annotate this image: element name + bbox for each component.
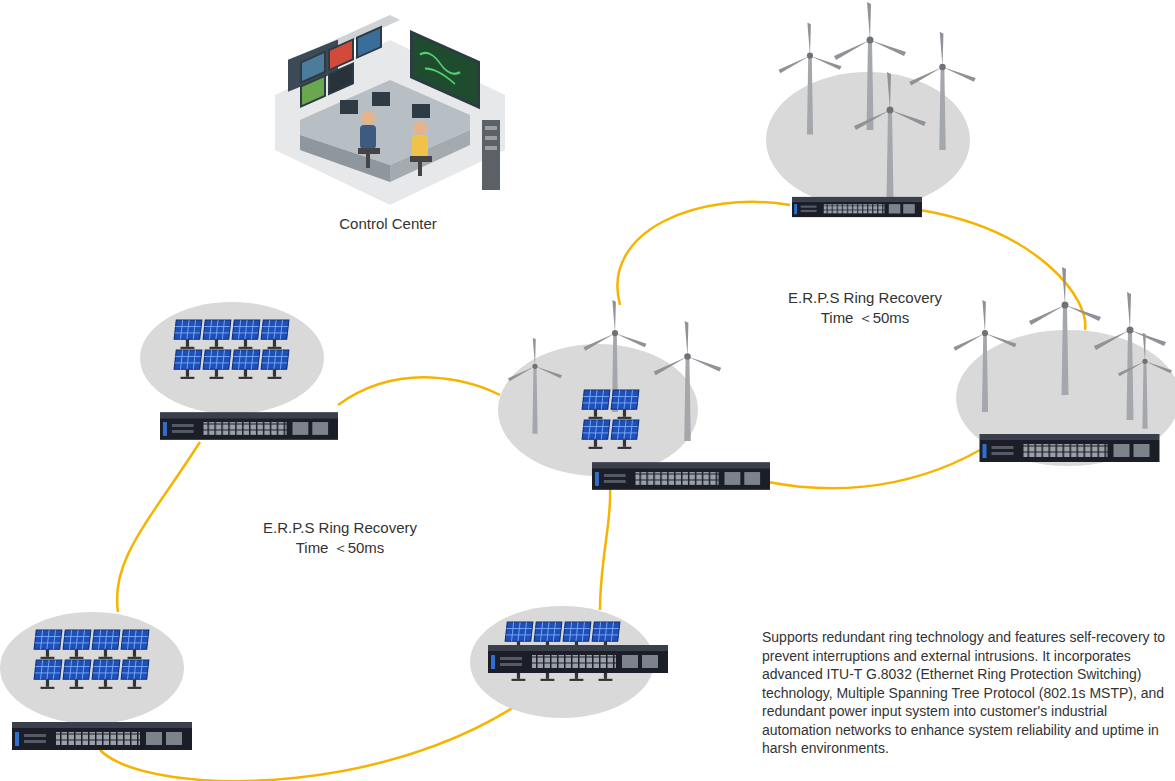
solar-panel <box>121 630 149 659</box>
solar-panel <box>261 320 289 349</box>
solar-panel <box>92 660 120 689</box>
solar-panel <box>34 630 62 659</box>
solar-panel <box>611 420 639 449</box>
solar-panel <box>203 350 231 379</box>
solar-panel <box>34 320 639 689</box>
solar-panel <box>63 660 91 689</box>
solar-panel <box>232 320 260 349</box>
site-ellipse <box>0 72 1175 724</box>
solar-panel <box>611 390 639 419</box>
solar-panel <box>261 350 289 379</box>
ring-label: E.R.P.S Ring Recovery Time ＜50ms <box>260 518 420 558</box>
solar-panel <box>34 660 62 689</box>
solar-panel <box>582 390 610 419</box>
control-center-illustration <box>275 15 505 205</box>
solar-panel <box>232 350 260 379</box>
solar-panel <box>92 630 120 659</box>
solar-panel <box>582 420 610 449</box>
solar-panel <box>174 350 202 379</box>
solar-panel <box>121 660 149 689</box>
description-text: Supports redundant ring technology and f… <box>762 628 1170 758</box>
solar-panel <box>174 320 202 349</box>
ring-label: E.R.P.S Ring Recovery Time ＜50ms <box>785 288 945 328</box>
site-label: Control Center <box>300 214 476 233</box>
wind-turbine <box>508 2 1172 441</box>
solar-panel <box>203 320 231 349</box>
solar-panel <box>63 630 91 659</box>
